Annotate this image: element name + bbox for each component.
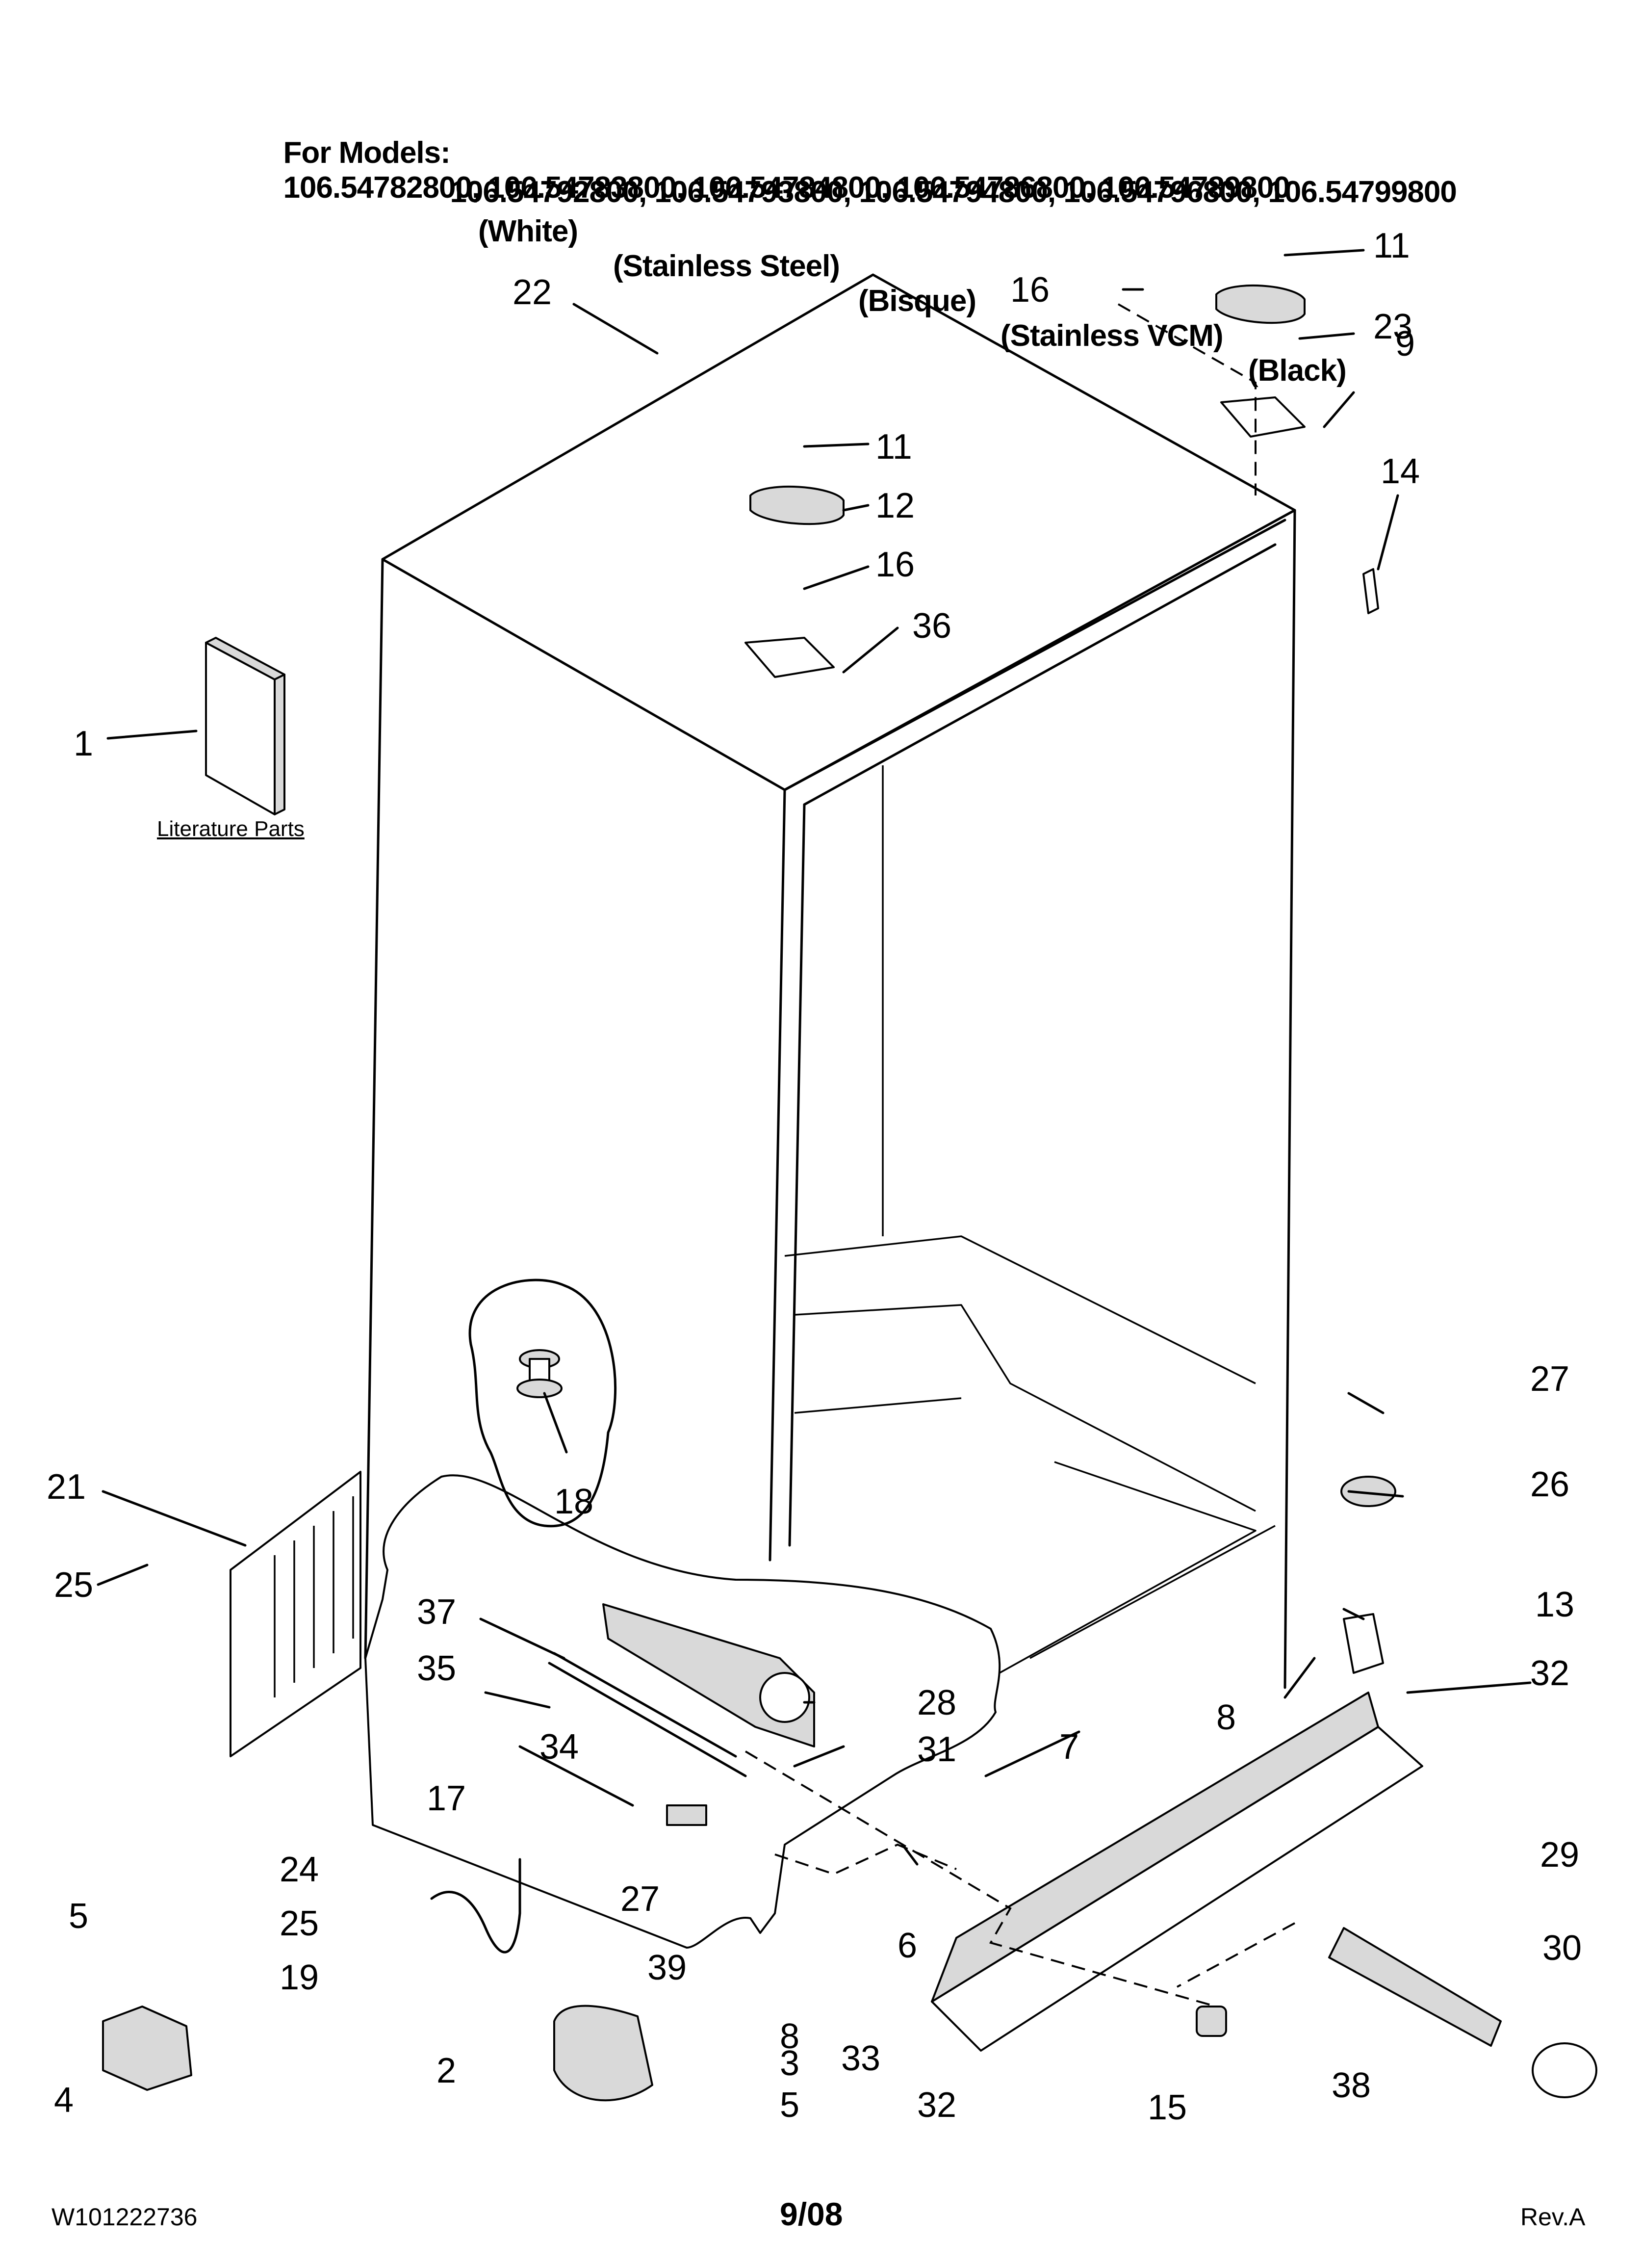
water-filter — [1196, 1927, 1597, 2098]
callout-15: 15 — [1148, 2088, 1187, 2127]
callout-38: 38 — [1332, 2066, 1371, 2105]
color-stainless-vcm: (Stainless VCM) — [1001, 319, 1224, 353]
callout-7: 7 — [1059, 1727, 1079, 1767]
callout-32a: 32 — [1530, 1654, 1569, 1693]
callout-labels: 1 2 3 4 5 5 6 7 8 8 9 11 11 12 13 14 15 … — [47, 226, 1582, 2127]
callout-11b: 11 — [875, 427, 912, 467]
callout-22: 22 — [513, 273, 552, 312]
models-prefix: For Models: — [283, 136, 450, 170]
hinge-top-right — [1118, 284, 1306, 495]
color-bisque: (Bisque) — [858, 284, 976, 318]
issue-date: 9/08 — [780, 2196, 843, 2232]
callout-11a: 11 — [1373, 226, 1410, 265]
callout-9: 9 — [1395, 324, 1415, 364]
callout-6: 6 — [898, 1926, 917, 1965]
callout-14: 14 — [1381, 452, 1420, 491]
callout-33: 33 — [841, 2039, 880, 2078]
callout-24: 24 — [280, 1850, 319, 1889]
callout-21: 21 — [47, 1467, 86, 1507]
callout-29: 29 — [1540, 1835, 1579, 1875]
callout-1: 1 — [74, 724, 93, 763]
callout-17: 17 — [427, 1779, 466, 1818]
color-stainless-steel: (Stainless Steel) — [613, 249, 840, 283]
callout-13: 13 — [1535, 1585, 1574, 1624]
callout-35: 35 — [417, 1649, 456, 1688]
callout-28: 28 — [917, 1683, 956, 1722]
tubing — [548, 1652, 747, 1826]
hinge-top-left — [744, 485, 845, 678]
callout-5a: 5 — [69, 1897, 88, 1936]
lower-hinge-left — [553, 2005, 653, 2102]
callout-18: 18 — [554, 1482, 593, 1521]
models-list-2: 106.54792800, 106.54793800, 106.54794800… — [450, 175, 1457, 209]
callout-16b: 16 — [875, 545, 915, 584]
condenser-grille — [230, 1471, 361, 1757]
leveling-roller — [102, 2006, 192, 2091]
callout-4: 4 — [54, 2081, 74, 2120]
callout-30: 30 — [1542, 1929, 1582, 1968]
cutaway-panel — [364, 1474, 1001, 1949]
bracket-right — [1340, 1476, 1396, 1674]
icemaker-assembly — [602, 1603, 815, 1747]
callout-31: 31 — [917, 1730, 956, 1769]
callout-8b: 8 — [780, 2017, 799, 2056]
detail-bubble — [468, 1278, 617, 1528]
cabinet-outline — [364, 273, 1296, 1689]
callout-19: 19 — [280, 1958, 319, 1997]
callout-27a: 27 — [1530, 1359, 1569, 1399]
water-line — [430, 1858, 521, 1954]
models-line-1: For Models: 106.54782800, 106.54783800, … — [267, 101, 1290, 205]
callout-39: 39 — [647, 1948, 687, 1987]
callout-25a: 25 — [54, 1565, 93, 1605]
callout-3: 3 — [780, 2044, 799, 2083]
callout-37: 37 — [417, 1592, 456, 1632]
models-list-1: 106.54782800, 106.54783800, 106.54784800… — [283, 171, 1290, 205]
callout-26: 26 — [1530, 1465, 1569, 1504]
literature-booklet — [205, 637, 285, 815]
callout-12: 12 — [875, 486, 915, 525]
callout-34: 34 — [539, 1727, 579, 1767]
document-number: W101222736 — [51, 2203, 198, 2231]
color-black: (Black) — [1248, 354, 1347, 388]
toe-grille — [931, 1692, 1423, 2052]
callout-32b: 32 — [917, 2086, 956, 2125]
callout-8a: 8 — [1216, 1698, 1236, 1737]
callout-5b: 5 — [780, 2086, 799, 2125]
callout-16a: 16 — [1010, 270, 1050, 310]
revision: Rev.A — [1520, 2203, 1586, 2231]
color-white: (White) — [478, 214, 578, 248]
callout-36: 36 — [912, 606, 951, 646]
callout-25b: 25 — [280, 1904, 319, 1943]
callout-23: 23 — [1373, 307, 1412, 346]
callout-2: 2 — [436, 2051, 456, 2090]
literature-parts-label: Literature Parts — [157, 817, 305, 841]
models-line-2: 106.54792800, 106.54793800, 106.54794800… — [434, 140, 1457, 209]
color-variants: (White) (Stainless Steel) (Bisque) (Stai… — [0, 179, 1642, 388]
icemaker-fill-tube — [1362, 568, 1379, 614]
leader-lines — [97, 249, 1532, 1866]
dashed-assembly-lines — [744, 1750, 1295, 2007]
callout-27b: 27 — [620, 1879, 660, 1919]
